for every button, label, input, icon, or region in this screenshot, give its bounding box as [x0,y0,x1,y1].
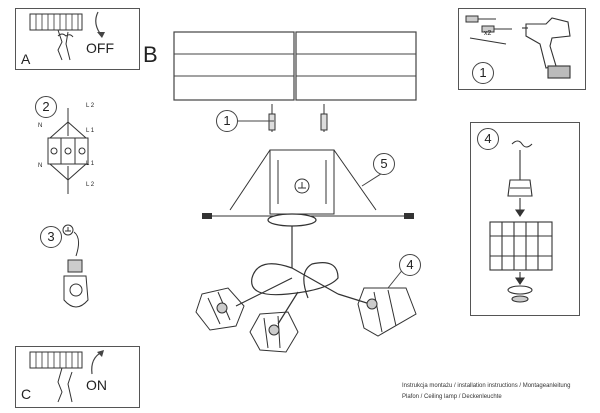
panel-step-4-detail [470,122,580,316]
bulb-socket-illustration [489,140,553,303]
panel-b-letter: B [143,42,158,67]
panel-a-letter: A [21,51,31,67]
step-1-leader [236,120,274,122]
lamp-cage-icon [195,287,245,331]
mounting-bracket-illustration [202,149,414,219]
wire-label-l2-top: L 2 [86,103,95,109]
step-4-callout-main: 4 [399,254,421,276]
hand-off-switch-icon [29,13,83,61]
screw-icon [268,104,328,132]
hand-on-switch-icon [29,351,83,403]
footer-line-1: Instrukcja montażu / installation instru… [402,383,571,389]
screwdriver-icon [465,15,512,45]
step-2-callout: 2 [35,96,57,118]
footer-line-2: Plafon / Ceiling lamp / Deckenleuchte [402,394,502,400]
drill-icon [522,17,571,79]
wire-label-n-top: N [38,123,43,129]
lamp-body-illustration [195,213,417,353]
ceiling-slab-illustration [173,31,417,101]
panel-a-power-off [15,8,140,70]
wire-label-l2-bottom: L 2 [86,182,95,188]
panel-tools [458,8,586,90]
wire-label-l1-bottom: L 1 [86,161,95,167]
panel-c-state-label: ON [86,377,107,393]
step-4-callout-detail: 4 [477,128,499,150]
step-3-callout: 3 [40,226,62,248]
step-1-callout: 1 [216,110,238,132]
wire-label-n-bottom: N [38,163,43,169]
panel-c-power-on [15,346,140,408]
ground-icon [62,224,89,308]
step-5-callout: 5 [373,153,395,175]
screw-count-label: x2 [484,30,492,37]
panel-a-state-label: OFF [86,40,114,56]
switch-on-arrow-icon [91,350,104,375]
switch-off-arrow-icon [95,11,105,38]
terminal-block-icon [47,108,89,194]
wire-label-l1-top: L 1 [86,128,95,134]
step-1-callout-tools: 1 [472,62,494,84]
panel-c-letter: C [21,386,32,402]
